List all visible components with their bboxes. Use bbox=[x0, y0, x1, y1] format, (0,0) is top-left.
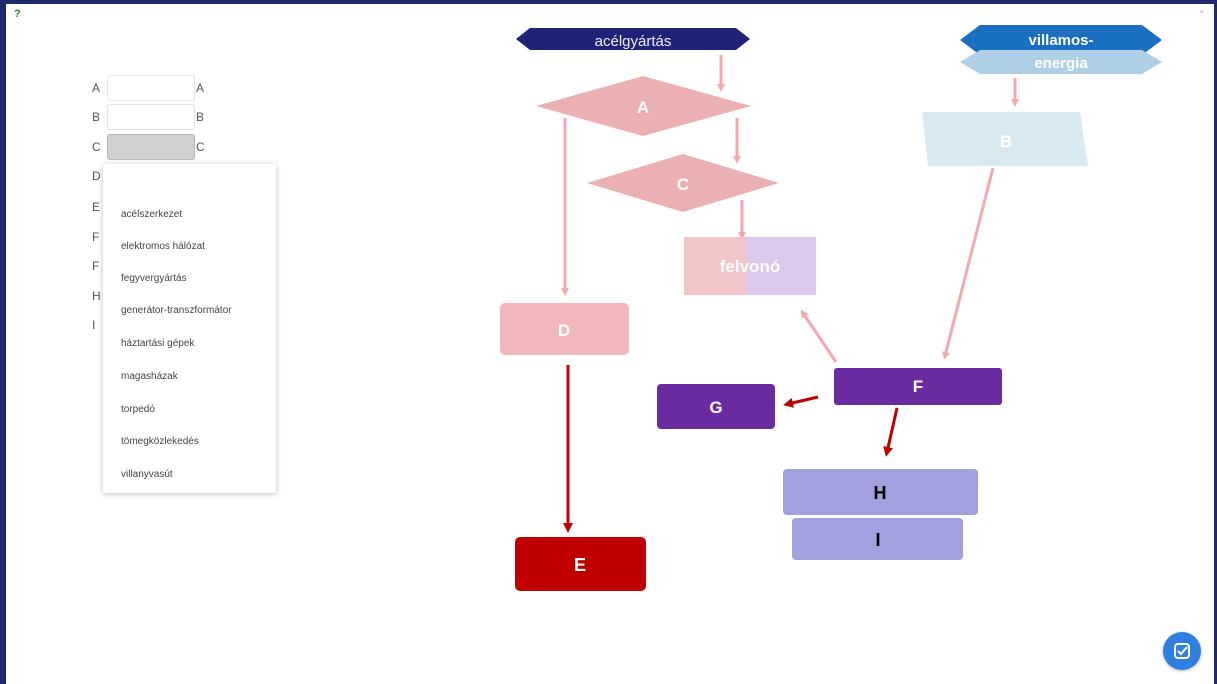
answer-slot-c[interactable] bbox=[107, 134, 195, 160]
dropdown-option[interactable]: torpedó bbox=[121, 404, 155, 415]
node-felvono-left bbox=[684, 237, 746, 295]
row-label-right: A bbox=[196, 81, 205, 95]
dropdown-option[interactable]: háztartási gépek bbox=[121, 338, 195, 349]
dropdown-option[interactable]: elektromos hálózat bbox=[121, 241, 205, 252]
node-h bbox=[783, 469, 978, 515]
node-c-label: C bbox=[677, 175, 689, 194]
node-i-label: I bbox=[875, 530, 880, 550]
node-g-label: G bbox=[709, 398, 722, 417]
row-label-left: F bbox=[92, 230, 100, 244]
dropdown-option[interactable]: tömegközlekedés bbox=[121, 436, 199, 447]
node-acelgyartas-label: acélgyártás bbox=[595, 33, 672, 50]
arrow-f-felvono bbox=[800, 309, 838, 363]
node-b-label: B bbox=[1000, 132, 1012, 151]
node-acelgyartas bbox=[516, 28, 750, 50]
node-e bbox=[515, 537, 646, 591]
check-button[interactable] bbox=[1163, 632, 1201, 670]
answer-slot-b[interactable] bbox=[107, 104, 195, 130]
node-villamos-label2: energia bbox=[1034, 55, 1088, 72]
node-villamos-top bbox=[960, 25, 1162, 55]
help-icon[interactable]: ? bbox=[14, 8, 21, 20]
node-f bbox=[834, 368, 1002, 405]
dropdown-option[interactable]: generátor-transzformátor bbox=[121, 305, 232, 316]
node-d bbox=[500, 303, 629, 355]
node-villamos-bottom bbox=[960, 50, 1162, 74]
arrow-f-g bbox=[783, 395, 819, 408]
row-label-left: H bbox=[92, 289, 101, 303]
node-villamos-label1: villamos- bbox=[1028, 32, 1093, 49]
node-d-label: D bbox=[558, 321, 570, 340]
row-label-left: E bbox=[92, 200, 101, 214]
dropdown-option[interactable]: acélszerkezet bbox=[121, 209, 183, 220]
arrow-f-h bbox=[883, 407, 899, 457]
dropdown-option[interactable]: villanyvasút bbox=[121, 469, 173, 480]
row-label-left: C bbox=[92, 140, 101, 154]
node-a bbox=[536, 76, 751, 136]
answer-dropdown: acélszerkezet elektromos hálózat fegyver… bbox=[103, 164, 276, 493]
check-square-icon bbox=[1174, 643, 1190, 659]
maximize-icon[interactable]: ▫ bbox=[1200, 7, 1204, 18]
node-g bbox=[657, 384, 775, 429]
node-h-label: H bbox=[874, 483, 887, 503]
row-label-left: F bbox=[92, 259, 100, 273]
dropdown-option[interactable]: fegyvergyártás bbox=[121, 273, 187, 284]
row-label-left: D bbox=[92, 169, 101, 183]
row-label-left: I bbox=[92, 318, 96, 332]
node-i bbox=[792, 518, 963, 560]
answer-slot-a[interactable] bbox=[107, 75, 195, 101]
row-label-right: C bbox=[196, 140, 205, 154]
row-label-left: B bbox=[92, 110, 101, 124]
arrow-b-f bbox=[942, 167, 995, 360]
row-label-right: B bbox=[196, 110, 205, 124]
node-c bbox=[587, 154, 779, 212]
node-felvono-right bbox=[746, 237, 816, 295]
node-a-label: A bbox=[637, 98, 649, 117]
dropdown-option[interactable]: magasházak bbox=[121, 371, 178, 382]
node-b bbox=[922, 112, 1088, 166]
node-felvono-label: felvonó bbox=[720, 257, 780, 276]
row-label-left: A bbox=[92, 81, 101, 95]
node-e-label: E bbox=[574, 555, 586, 575]
node-f-label: F bbox=[913, 377, 923, 396]
